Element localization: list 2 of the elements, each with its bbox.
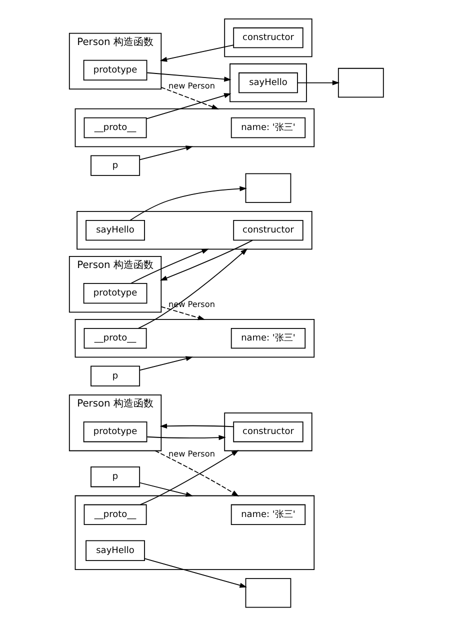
- edge-label: new Person: [168, 448, 214, 458]
- edge-label: new Person: [168, 80, 214, 90]
